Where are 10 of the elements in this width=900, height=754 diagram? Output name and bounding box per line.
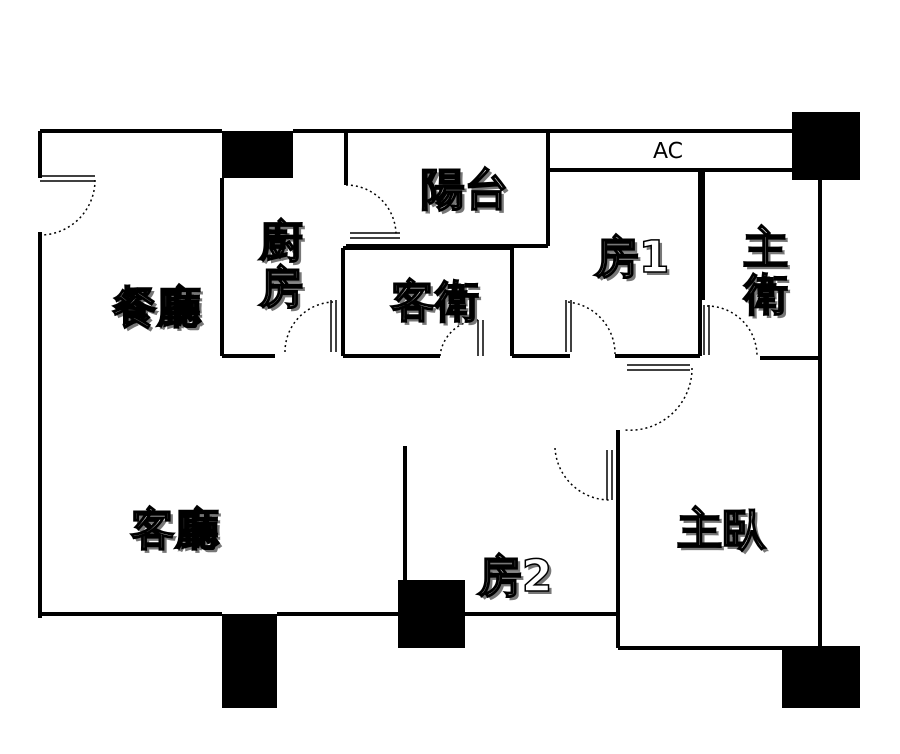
room-label: 主衛 xyxy=(744,226,788,318)
room-label: 陽台 xyxy=(421,166,509,214)
room-label: 房1 xyxy=(594,234,670,282)
room-label: 客廳 xyxy=(131,506,219,554)
room-label: 主臥 xyxy=(678,506,766,554)
room-label: 客衛 xyxy=(391,278,479,326)
room-label: 餐廳 xyxy=(113,284,201,332)
room-label: 房2 xyxy=(478,554,552,600)
room-label: AC xyxy=(652,141,684,163)
room-label: 廚房 xyxy=(259,218,303,312)
